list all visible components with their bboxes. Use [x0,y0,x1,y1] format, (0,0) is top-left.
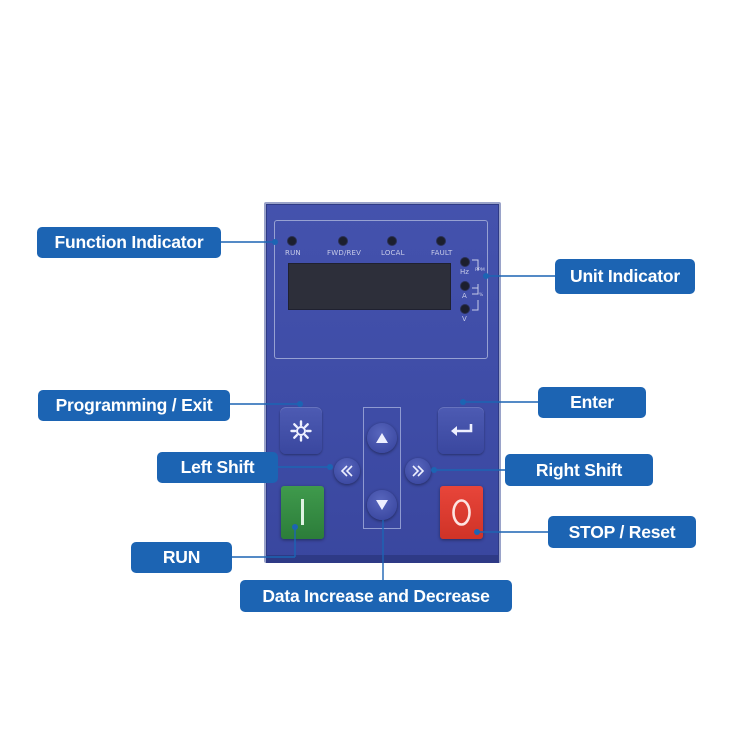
anchor-dot-enter [460,399,466,405]
indicator-label-local: LOCAL [381,249,405,257]
stop-ring-icon [452,499,471,526]
left-shift-key[interactable] [334,458,360,484]
led-hz [461,258,469,266]
anchor-dot-run [292,524,298,530]
enter-arrow-icon [451,423,473,436]
led-v [461,305,469,313]
anchor-dot-unit [483,273,489,279]
callout-unit-indicator: Unit Indicator [555,259,695,294]
led-fault [437,237,445,245]
gear-icon [290,419,312,442]
unit-label-hz: Hz [460,268,469,276]
increase-key[interactable] [367,423,397,453]
led-fwd-rev [339,237,347,245]
anchor-dot-left-shift [327,464,333,470]
decrease-key[interactable] [367,490,397,520]
unit-label-v: V [462,315,467,323]
lcd-display [288,263,451,310]
triangle-down-icon [376,500,388,510]
callout-data-increase-decrease: Data Increase and Decrease [240,580,512,612]
led-local [388,237,396,245]
programming-exit-key[interactable] [280,407,322,454]
callout-programming-exit: Programming / Exit [38,390,230,421]
right-shift-key[interactable] [405,458,431,484]
anchor-dot-programming [297,401,303,407]
led-a [461,282,469,290]
triangle-up-icon [376,433,388,443]
indicator-label-fwd-rev: FWD/REV [327,249,362,257]
anchor-dot-stop [474,529,480,535]
run-key[interactable] [281,486,324,539]
run-bar-icon [301,499,304,525]
indicator-label-run: RUN [285,249,301,257]
unit-bracket-lines [472,259,479,311]
enter-key[interactable] [438,407,484,454]
unit-label-percent: % [479,293,484,298]
callout-run: RUN [131,542,232,573]
double-chevron-right-icon [412,465,425,477]
data-keys-outline [363,407,401,529]
callout-function-indicator: Function Indicator [37,227,221,258]
unit-label-a: A [462,292,467,300]
callout-right-shift: Right Shift [505,454,653,486]
led-run [288,237,296,245]
callout-enter: Enter [538,387,646,418]
callout-left-shift: Left Shift [157,452,278,483]
anchor-dot-right-shift [431,467,437,473]
callout-stop-reset: STOP / Reset [548,516,696,548]
display-frame [274,220,488,359]
indicator-label-fault: FAULT [431,249,453,257]
anchor-dot-function [272,239,278,245]
double-chevron-left-icon [340,465,353,477]
unit-label-rpm: RPM [475,268,485,273]
